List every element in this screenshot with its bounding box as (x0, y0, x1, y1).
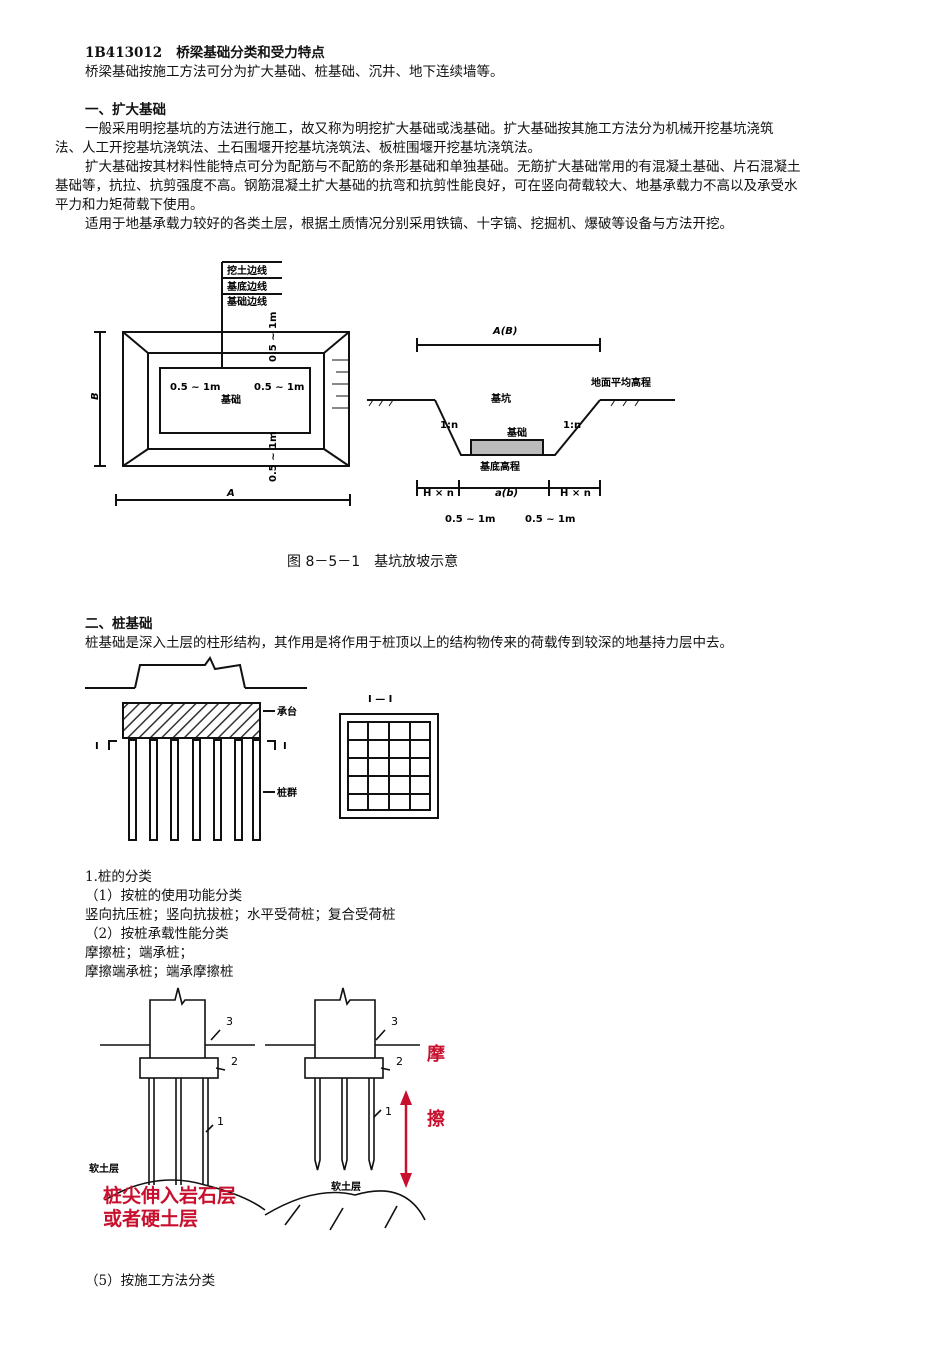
bearing-types-1: 摩擦桩；端承桩； (85, 945, 193, 961)
figure1-caption: 图 8－5－1 基坑放坡示意 (287, 554, 459, 570)
red-friction-char1: 摩 (427, 1043, 445, 1065)
label-pit-bottom-line: 基底边线 (226, 280, 267, 293)
dim-bottom-gap: 0.5 ~ 1m (268, 432, 279, 482)
classify-by-function: （1）按桩的使用功能分类 (85, 888, 243, 904)
label-i-left: I (95, 741, 99, 752)
friction-arrow-icon (400, 1090, 412, 1188)
sec1-title: 一、扩大基础 (85, 102, 166, 118)
label-pile-group: 桩群 (277, 786, 297, 799)
dim-left-gap: 0.5 ~ 1m (170, 382, 220, 393)
red-friction-char2: 擦 (427, 1108, 445, 1130)
label-slope-right: 1:n (563, 420, 581, 431)
sec1-p1-line2: 法、人工开挖基坑浇筑法、土石围堰开挖基坑浇筑法、板桩围堰开挖基坑浇筑法。 (55, 140, 541, 156)
label-pile-cap: 承台 (277, 705, 297, 718)
label-bottom-elevation: 基底高程 (479, 460, 520, 473)
function-types: 竖向抗压桩；竖向抗拔桩；水平受荷桩；复合受荷桩 (85, 907, 396, 923)
label-foundation-section: 基础 (506, 426, 527, 439)
label-foundation-plan: 基础 (220, 393, 241, 406)
label-soft-soil-left: 软土层 (89, 1162, 119, 1175)
label-ground-elevation: 地面平均高程 (591, 376, 651, 389)
pile-label-3-right: 3 (391, 1015, 398, 1028)
sec1-p1-line1: 一般采用明挖基坑的方法进行施工，故又称为明挖扩大基础或浅基础。扩大基础按其施工方… (85, 121, 774, 137)
figure-excavation-plan: 挖土边线 基底边线 基础边线 0.5 ~ 1m 0.5 ~ 1m 基础 0.5 … (90, 261, 351, 506)
label-section-i-i: I — I (368, 694, 392, 705)
sec2-p1: 桩基础是深入土层的柱形结构，其作用是将作用于桩顶以上的结构物传来的荷载传到较深的… (85, 635, 733, 651)
dim-a-label: A (226, 488, 235, 499)
figure-pile-group: I I 承台 桩群 (85, 656, 307, 841)
pile-label-2-left: 2 (231, 1055, 238, 1068)
dim-gap-left: 0.5 ~ 1m (445, 514, 495, 525)
dim-top-gap: 0.5 ~ 1m (268, 312, 279, 362)
figure-pile-types: 3 2 1 3 2 1 软土层 软土层 桩尖伸入岩石层 或者硬土层 摩 擦 (89, 987, 445, 1231)
sec1-p2-line2: 基础等，抗拉、抗剪强度不高。钢筋混凝土扩大基础的抗弯和抗剪性能良好，可在竖向荷载… (55, 178, 798, 194)
sec1-p2-line1: 扩大基础按其材料性能特点可分为配筋与不配筋的条形基础和单独基础。无筋扩大基础常用… (85, 159, 801, 175)
sec2-title: 二、桩基础 (85, 616, 153, 632)
pile-label-1-right: 1 (385, 1105, 392, 1118)
label-slope-left: 1:n (440, 420, 458, 431)
sec1-p2-line3: 平力和力矩荷载下使用。 (55, 197, 204, 213)
classify-by-bearing: （2）按桩承载性能分类 (85, 926, 229, 942)
red-note-line2: 或者硬土层 (103, 1207, 198, 1230)
dim-gap-right: 0.5 ~ 1m (525, 514, 575, 525)
heading-title: 桥梁基础分类和受力特点 (176, 45, 325, 61)
dim-hn-right: H × n (560, 488, 591, 499)
pile-classification-heading: 1.桩的分类 (85, 869, 152, 885)
dim-right-gap: 0.5 ~ 1m (254, 382, 304, 393)
red-note-line1: 桩尖伸入岩石层 (103, 1184, 236, 1207)
label-i-right: I (283, 741, 287, 752)
bearing-types-2: 摩擦端承桩；端承摩擦桩 (85, 964, 234, 980)
pile-label-2-right: 2 (396, 1055, 403, 1068)
figure-section-i-i: I — I (339, 694, 439, 819)
section-heading: 1B413012 桥梁基础分类和受力特点 (85, 44, 325, 63)
label-soft-soil-right: 软土层 (331, 1180, 361, 1193)
pile-label-3-left: 3 (226, 1015, 233, 1028)
sec1-p3: 适用于地基承载力较好的各类土层，根据土质情况分别采用铁镐、十字镐、挖掘机、爆破等… (85, 216, 733, 232)
dim-ab-small: a(b) (495, 488, 518, 499)
intro-text: 桥梁基础按施工方法可分为扩大基础、桩基础、沉井、地下连续墙等。 (85, 64, 504, 80)
label-excavation-line: 挖土边线 (227, 264, 267, 277)
heading-code: 1B413012 (85, 45, 163, 61)
classify-by-construction: （5）按施工方法分类 (85, 1273, 216, 1289)
figure-excavation-section: 基坑 地面平均高程 1:n 1:n 基础 基底高程 A(B) H × n a(b… (367, 326, 675, 525)
label-pit: 基坑 (490, 392, 511, 405)
dim-hn-left: H × n (423, 488, 454, 499)
dim-b-label: B (90, 392, 101, 400)
dim-ab-label: A(B) (492, 326, 518, 337)
label-foundation-line: 基础边线 (226, 295, 267, 308)
pile-label-1-left: 1 (217, 1115, 224, 1128)
